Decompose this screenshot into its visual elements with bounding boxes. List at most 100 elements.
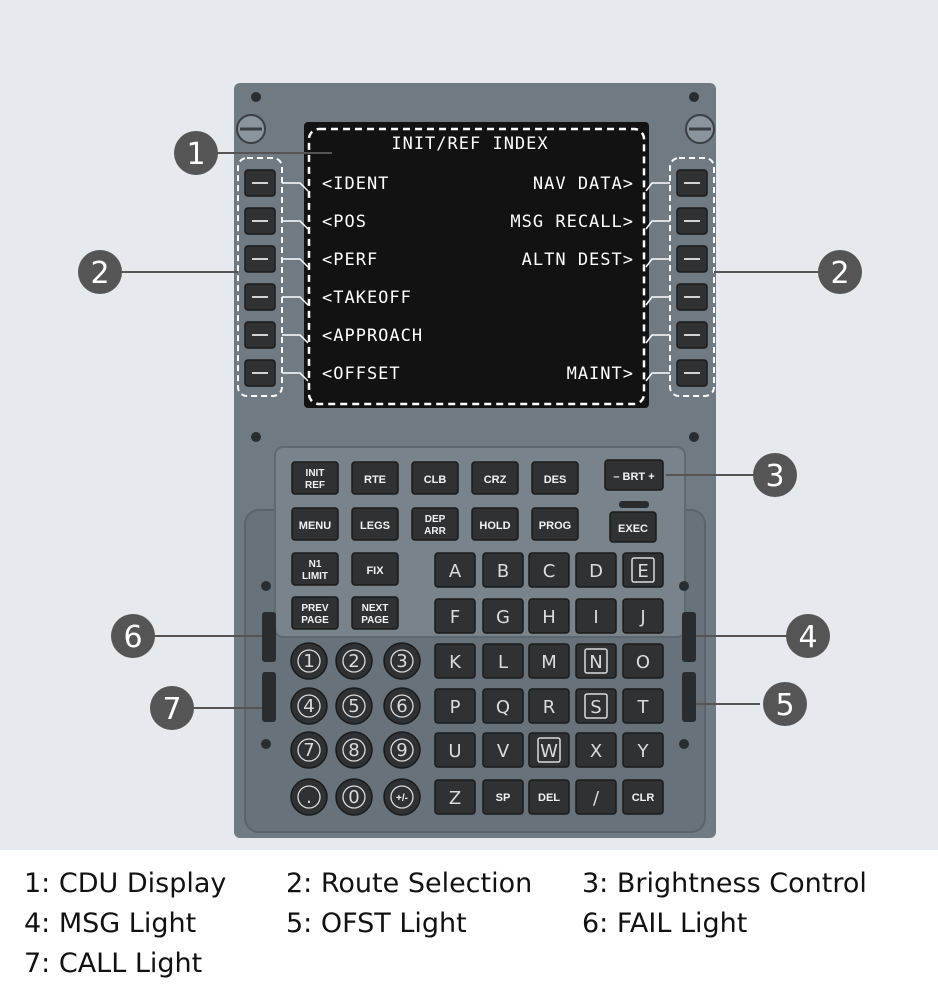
screw-icon [689, 432, 699, 442]
alpha-key-label: N [589, 652, 602, 673]
alpha-key[interactable] [528, 552, 570, 588]
function-key[interactable] [471, 507, 519, 541]
alpha-key[interactable] [482, 732, 524, 768]
alpha-key[interactable] [622, 598, 664, 634]
alpha-key[interactable] [575, 688, 617, 724]
alpha-key[interactable] [482, 552, 524, 588]
numeric-key[interactable] [383, 687, 421, 725]
numeric-key[interactable] [335, 731, 373, 769]
function-key-label: LIMIT [302, 571, 328, 582]
function-key[interactable] [411, 461, 459, 495]
alpha-key[interactable] [434, 552, 476, 588]
alpha-key[interactable] [434, 779, 476, 815]
function-key[interactable] [291, 461, 339, 495]
alpha-key[interactable] [434, 598, 476, 634]
function-key[interactable] [351, 596, 399, 630]
alpha-key[interactable] [575, 732, 617, 768]
callout-badge [786, 614, 830, 658]
alpha-key[interactable] [575, 643, 617, 679]
numeric-key-label: 7 [303, 740, 314, 761]
alpha-key-label: J [639, 607, 645, 628]
numeric-key[interactable] [335, 642, 373, 680]
alpha-key[interactable] [434, 643, 476, 679]
alpha-key-label: Z [449, 788, 461, 809]
numeric-key[interactable] [290, 778, 328, 816]
numeric-key[interactable] [290, 731, 328, 769]
alpha-key[interactable] [434, 732, 476, 768]
alpha-key[interactable] [482, 598, 524, 634]
lsk-right-group-outline [669, 157, 715, 397]
alpha-key[interactable] [528, 779, 570, 815]
alpha-key-label: X [590, 741, 602, 762]
function-key[interactable] [411, 507, 459, 541]
alpha-key[interactable] [482, 643, 524, 679]
alpha-key[interactable] [482, 688, 524, 724]
alpha-key[interactable] [575, 598, 617, 634]
callout-number: 1 [186, 137, 205, 172]
screw-icon [679, 581, 689, 591]
alpha-key-label: O [636, 652, 650, 673]
function-key[interactable] [471, 461, 519, 495]
numeric-key[interactable] [290, 687, 328, 725]
alpha-key[interactable] [622, 732, 664, 768]
function-key[interactable] [291, 552, 339, 586]
brightness-label: – BRT + [613, 471, 654, 483]
alpha-key[interactable] [482, 779, 524, 815]
alpha-key[interactable] [528, 688, 570, 724]
screen-right-line: MAINT> [567, 364, 634, 384]
numeric-key-label: +/- [396, 793, 408, 804]
numeric-key-ring [342, 738, 366, 762]
function-key-label: DEP [425, 514, 446, 525]
screen-left-line: <PERF [322, 250, 378, 270]
function-key-label: DES [544, 474, 567, 486]
numeric-key[interactable] [383, 778, 421, 816]
call-light [262, 672, 276, 722]
numeric-key[interactable] [335, 778, 373, 816]
function-key[interactable] [351, 461, 399, 495]
numeric-key[interactable] [383, 731, 421, 769]
alpha-key[interactable] [622, 779, 664, 815]
alpha-key[interactable] [528, 643, 570, 679]
numeric-key-ring [342, 649, 366, 673]
alpha-key-label: C [543, 561, 556, 582]
brightness-key[interactable] [604, 459, 664, 491]
alpha-key[interactable] [575, 779, 617, 815]
screen-right-line: ALTN DEST> [522, 250, 634, 270]
alpha-key[interactable] [528, 598, 570, 634]
function-key-label: PREV [301, 603, 329, 614]
alpha-key[interactable] [575, 552, 617, 588]
function-key-label: INIT [306, 468, 325, 479]
screw-icon [251, 92, 261, 102]
alpha-key-label: E [637, 561, 648, 582]
function-key[interactable] [351, 507, 399, 541]
function-key[interactable] [531, 461, 579, 495]
numeric-key-label: 3 [396, 651, 407, 672]
numeric-key-ring [342, 694, 366, 718]
screen-left-line: <POS [322, 212, 367, 232]
numeric-key[interactable] [383, 642, 421, 680]
numeric-key[interactable] [290, 642, 328, 680]
alpha-key-label: CLR [632, 792, 655, 804]
numeric-key-ring [342, 785, 366, 809]
legend-item: 6: FAIL Light [582, 908, 748, 939]
function-key[interactable] [351, 552, 399, 586]
alpha-key[interactable] [528, 732, 570, 768]
alpha-key[interactable] [622, 688, 664, 724]
alpha-key[interactable] [622, 643, 664, 679]
function-key[interactable] [291, 596, 339, 630]
function-key-label: LEGS [360, 520, 390, 532]
alpha-key[interactable] [622, 552, 664, 588]
alpha-key-label: F [450, 607, 460, 628]
boxed-letter-frame [584, 693, 608, 719]
alpha-key[interactable] [434, 688, 476, 724]
function-key[interactable] [291, 507, 339, 541]
exec-key[interactable] [609, 511, 657, 543]
alpha-key-label: / [593, 788, 600, 809]
function-key[interactable] [531, 507, 579, 541]
numeric-key[interactable] [335, 687, 373, 725]
alpha-key-label: S [590, 697, 601, 718]
numeric-key-ring [390, 785, 414, 809]
callout-badge [174, 131, 218, 175]
screw-icon [261, 581, 271, 591]
function-key-label: PAGE [361, 615, 389, 626]
